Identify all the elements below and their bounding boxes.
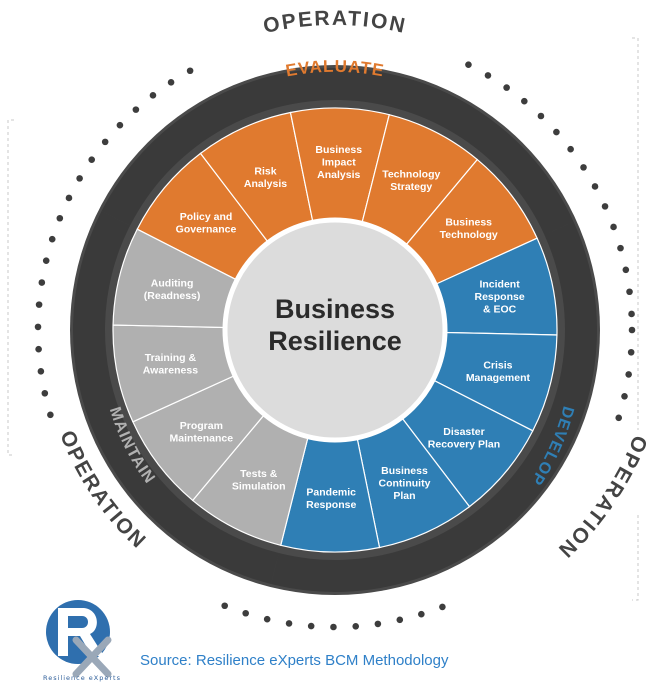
ring-dot: [167, 79, 175, 86]
ring-dot: [484, 72, 492, 79]
source-caption: Source: Resilience eXperts BCM Methodolo…: [140, 652, 449, 669]
ring-dot: [34, 323, 42, 331]
right-bracket-bottom: [632, 515, 639, 601]
ring-dot: [617, 244, 624, 252]
ring-dot: [374, 620, 382, 628]
ring-dot: [35, 301, 43, 308]
ring-dot: [615, 414, 623, 422]
segment-label: Tests &Simulation: [232, 468, 286, 493]
logo-text: Resilience eXperts: [43, 674, 121, 682]
ring-dot: [88, 156, 96, 163]
ring-dot: [41, 389, 49, 397]
right-bracket-top: [632, 37, 639, 430]
ring-dot: [626, 288, 633, 296]
ring-dot: [591, 183, 599, 190]
ring-dot: [285, 620, 293, 627]
ring-dot: [625, 371, 632, 378]
segment-label: Auditing(Readness): [144, 277, 201, 302]
ring-dot: [627, 348, 635, 356]
center-title-line1: Business: [275, 294, 395, 324]
phase-arc-maintain: [72, 211, 279, 585]
ring-dot: [503, 84, 510, 91]
ring-dot: [580, 164, 587, 171]
ring-dot: [330, 623, 337, 631]
ring-dot: [396, 616, 404, 624]
ring-dot: [65, 194, 73, 202]
ring-dot: [521, 97, 528, 105]
operation-dotted-ring: [34, 61, 636, 631]
segment-label: Training &Awareness: [143, 352, 198, 377]
ring-dot: [221, 602, 229, 610]
ring-dot: [352, 622, 360, 630]
center-title-line2: Resilience: [268, 326, 402, 356]
operation-label-top: OPERATION: [261, 7, 409, 38]
phase-arc-develop: [270, 221, 597, 592]
ring-dot: [465, 61, 472, 68]
ring-dot: [567, 145, 574, 153]
phase-arc-evaluate: [101, 68, 574, 235]
ring-dot: [553, 128, 560, 136]
ring-dot: [186, 67, 194, 75]
ring-dot: [116, 121, 124, 129]
ring-dot: [56, 214, 64, 222]
ring-dot: [307, 622, 315, 630]
ring-dot: [610, 223, 617, 231]
center-circle: [222, 217, 448, 443]
ring-dot: [48, 235, 56, 243]
ring-dot: [263, 615, 271, 623]
ring-dot: [149, 92, 157, 99]
phase-arcs: [72, 68, 597, 592]
ring-dot: [621, 393, 628, 400]
ring-dot: [76, 175, 83, 182]
ring-dot: [418, 610, 425, 618]
ring-dot: [628, 326, 636, 334]
ring-dot: [601, 203, 609, 210]
resilience-experts-logo: [46, 600, 112, 678]
ring-dot: [38, 279, 46, 286]
ring-dot: [439, 603, 446, 611]
ring-dot: [101, 138, 109, 146]
ring-dot: [242, 609, 249, 617]
ring-dot: [37, 368, 45, 375]
ring-dot: [132, 106, 140, 113]
ring-dot: [537, 112, 545, 120]
ring-dot: [628, 310, 635, 318]
ring-dot: [622, 266, 630, 274]
ring-dot: [35, 345, 42, 353]
ring-dot: [47, 411, 54, 419]
ring-dot: [42, 257, 50, 264]
left-bracket: [7, 119, 14, 456]
